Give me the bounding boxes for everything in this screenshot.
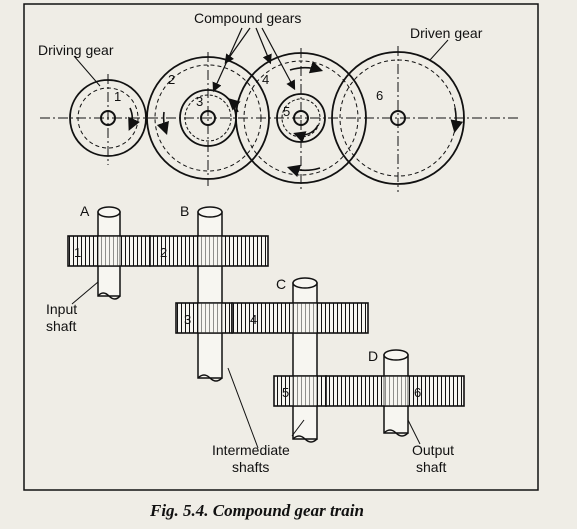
shaft-a-letter: A [80, 203, 90, 219]
output-shaft-label-line2: shaft [416, 459, 446, 475]
driving-gear-label: Driving gear [38, 42, 114, 58]
gear-block-1-number: 1 [74, 245, 81, 260]
figure-frame [23, 3, 539, 491]
input-shaft-label-line1: Input [46, 301, 77, 317]
gear-1-number: 1 [114, 89, 121, 104]
shaft-d-letter: D [368, 348, 378, 364]
gear-block-4-number: 4 [250, 312, 257, 327]
gear-block-6-number: 6 [414, 385, 421, 400]
gear-block-2-number: 2 [160, 245, 167, 260]
shaft-c-letter: C [276, 276, 286, 292]
intermediate-shafts-label-line1: Intermediate [212, 442, 290, 458]
gear-front-view [40, 27, 520, 192]
figure-caption: Fig. 5.4. Compound gear train [149, 501, 364, 520]
gear-4-number: 4 [262, 72, 269, 87]
shaft-b-letter: B [180, 203, 189, 219]
gear-2-number: 2 [168, 72, 175, 87]
gear-3-number: 3 [196, 94, 203, 109]
compound-gears-label: Compound gears [194, 10, 301, 26]
shaft-b [197, 206, 223, 382]
intermediate-shafts-label-line2: shafts [232, 459, 269, 475]
gear-6-number: 6 [376, 88, 383, 103]
gear-side-view [67, 206, 465, 449]
gear-block-5-number: 5 [282, 385, 289, 400]
gear-block-3-number: 3 [184, 312, 191, 327]
output-shaft-label-line1: Output [412, 442, 454, 458]
input-shaft-label-line2: shaft [46, 318, 76, 334]
gear-5-number: 5 [283, 104, 290, 119]
driven-gear-label: Driven gear [410, 25, 483, 41]
